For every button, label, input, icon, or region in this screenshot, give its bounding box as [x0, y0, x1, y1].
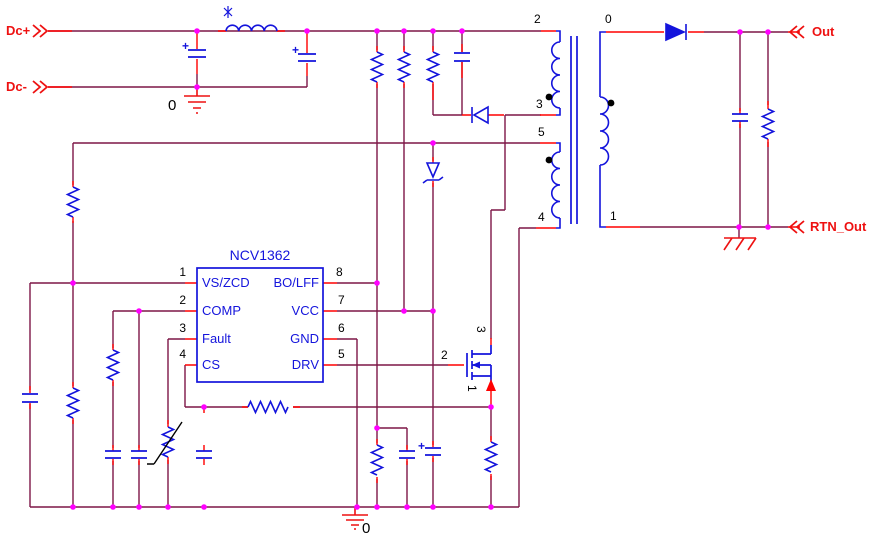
resistor-clamp: [425, 51, 441, 83]
transformer-primary-winding: [551, 30, 561, 116]
port-chevron-rtn-out-icon[interactable]: [788, 220, 805, 234]
resistor-sense: [483, 441, 499, 473]
resistor-bo-upper: [369, 51, 385, 83]
port-chevron-out-icon[interactable]: [788, 25, 805, 39]
resistor-vs-upper: [65, 186, 81, 218]
junction-dots: [70, 28, 771, 510]
ntc-stroke-icon: [147, 421, 183, 465]
ground-power-symbol[interactable]: [342, 507, 368, 530]
net-wires[interactable]: [29, 30, 788, 508]
resistor-bo-lower: [369, 444, 385, 476]
mosfet-leads: [472, 345, 492, 381]
cap-comp2: [131, 450, 147, 459]
transformer-secondary-winding: [599, 31, 610, 228]
cap-vcc: [425, 447, 441, 456]
cap-bulk-1: [188, 49, 206, 58]
mosfet-symbol[interactable]: [466, 345, 496, 391]
ground-chassis-symbol[interactable]: [723, 237, 757, 251]
inductor-input-filter[interactable]: [223, 6, 278, 32]
ic-ncv1362-symbol[interactable]: [196, 267, 324, 383]
resistors[interactable]: [65, 51, 776, 476]
ground-input-symbol[interactable]: [184, 87, 210, 114]
cap-output: [732, 113, 748, 122]
pin-leads: [29, 30, 800, 483]
cap-vs: [22, 393, 38, 403]
diode-output[interactable]: [665, 22, 687, 42]
diode-aux-zener[interactable]: [422, 162, 444, 184]
cap-bulk-2: [298, 53, 316, 62]
mosfet-body-arrow-icon: [472, 361, 480, 369]
cap-bo: [399, 450, 415, 459]
diode-clamp[interactable]: [471, 105, 489, 125]
resistor-cs-filter: [247, 399, 289, 415]
resistor-vs-lower: [65, 387, 81, 419]
resistor-startup: [396, 51, 412, 83]
resistor-comp: [105, 349, 121, 381]
mosfet-source-arrow-icon: [486, 379, 496, 391]
capacitors[interactable]: [22, 49, 748, 459]
transformer-aux-winding: [551, 142, 561, 229]
resistor-output: [760, 108, 776, 140]
transformer-core: [570, 36, 578, 224]
port-chevron-dc-plus-icon[interactable]: [32, 24, 49, 38]
port-chevron-dc-minus-icon[interactable]: [32, 80, 49, 94]
cap-clamp: [454, 52, 470, 62]
cap-cs: [196, 450, 212, 459]
transformer-symbol[interactable]: [545, 30, 615, 229]
cap-comp1: [105, 450, 121, 459]
inductor-core-icon: [223, 6, 233, 18]
winding-polarity-dots: [545, 93, 615, 164]
